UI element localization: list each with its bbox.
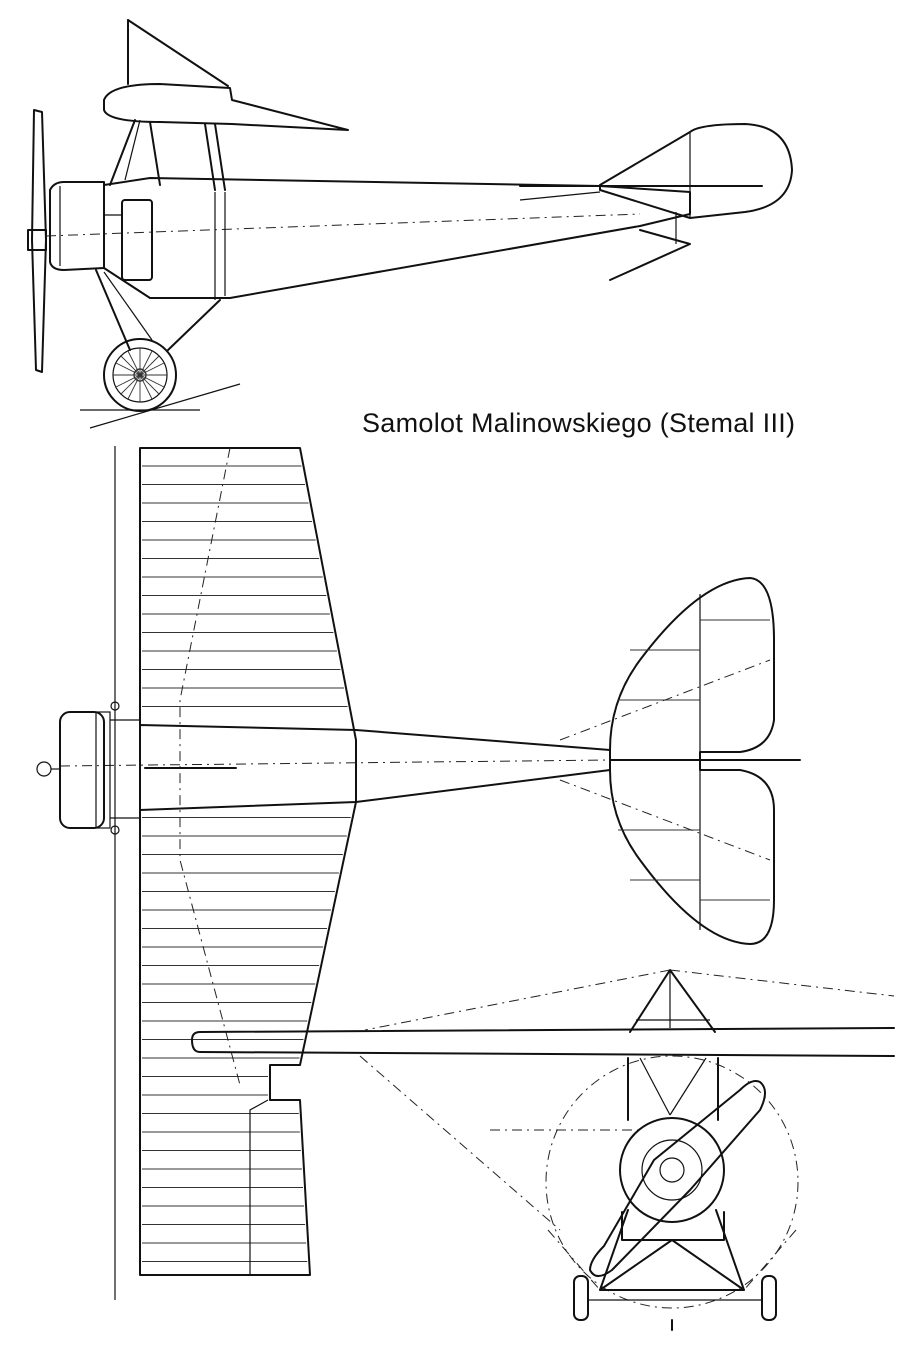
plan-view (36, 446, 801, 1300)
side-engine-cowling (49, 181, 105, 271)
plan-engine-cowling (59, 711, 105, 829)
side-spinner (27, 229, 47, 251)
front-elevation (191, 969, 895, 1331)
side-tail-skid (609, 229, 691, 281)
side-fuselage (103, 177, 691, 299)
front-wing (191, 1027, 895, 1057)
front-wheel-left (573, 1275, 589, 1321)
front-engine-cowling (619, 1117, 725, 1223)
side-wing (103, 83, 349, 131)
plan-wing (139, 447, 357, 1276)
side-wheel (103, 338, 177, 412)
front-undercarriage (599, 1209, 745, 1291)
side-propeller (31, 109, 47, 373)
front-propeller-disk (545, 1055, 799, 1309)
front-wheel-right (761, 1275, 777, 1321)
side-gear-strut-rear (167, 299, 221, 351)
drawing-caption: Samolot Malinowskiego (Stemal III) (362, 408, 796, 438)
side-rudder (599, 123, 793, 219)
side-cockpit-panel (121, 199, 153, 281)
side-elevation (27, 19, 793, 429)
side-gear-strut-front (95, 269, 131, 351)
front-propeller (589, 1080, 766, 1277)
